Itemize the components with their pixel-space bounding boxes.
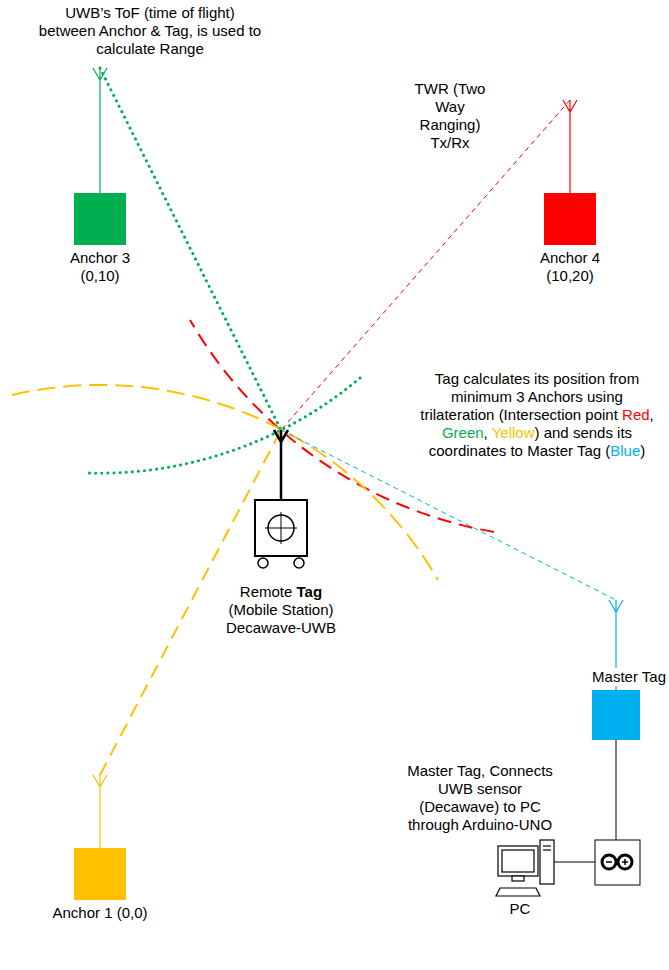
anchor-box <box>592 690 640 740</box>
node-shape <box>544 100 596 245</box>
anchor-box <box>74 848 126 900</box>
arduino-board <box>595 840 640 885</box>
antenna <box>93 775 107 848</box>
crosshair <box>265 512 297 544</box>
note-text: Master Tag, Connects UWB sensor (Decawav… <box>400 762 560 834</box>
note-text: UWB’s ToF (time of flight) between Ancho… <box>35 4 265 58</box>
note-text: Tag calculates its position from minimum… <box>412 370 662 460</box>
anchor-node: Anchor 1 (0,0) <box>74 775 126 900</box>
pc-icon <box>496 840 554 896</box>
note-text: PC <box>500 900 540 918</box>
wire <box>616 740 617 840</box>
anchor-node: Anchor 3 (0,10) <box>74 68 126 245</box>
mobile-tag: Remote Tag (Mobile Station) Decawave-UWB <box>251 430 311 575</box>
node-shape <box>74 68 126 245</box>
antenna <box>93 68 107 193</box>
wheel <box>258 558 268 568</box>
node-label: Anchor 4 (10,20) <box>520 249 620 285</box>
range-arc <box>190 320 494 532</box>
node-shape <box>251 430 311 575</box>
antenna <box>563 100 577 193</box>
node-label: Master Tag <box>584 668 666 686</box>
antenna <box>274 430 288 500</box>
range-arc <box>12 385 438 580</box>
anchor-node: Master Tag <box>592 600 640 740</box>
wire <box>554 862 595 863</box>
edge-label: TWR (Two Way Ranging) Tx/Rx <box>410 80 490 152</box>
range-arc <box>86 378 360 473</box>
anchor-node: Anchor 4 (10,20) <box>544 100 596 245</box>
wheel <box>294 558 304 568</box>
tag-body <box>255 500 307 556</box>
node-label: Anchor 3 (0,10) <box>50 249 150 285</box>
node-label: Remote Tag (Mobile Station) Decawave-UWB <box>216 583 346 637</box>
anchor-box <box>74 193 126 245</box>
node-shape <box>74 775 126 900</box>
node-label: Anchor 1 (0,0) <box>50 904 150 922</box>
anchor-box <box>544 193 596 245</box>
